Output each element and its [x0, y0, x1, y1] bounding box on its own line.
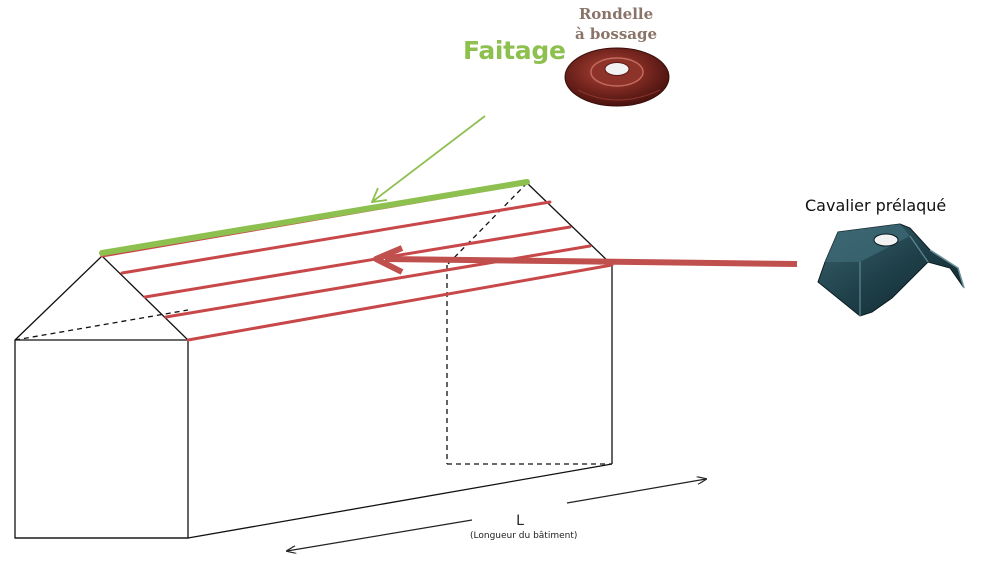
rondelle-label: Rondelle à bossage [570, 4, 662, 44]
cavalier-pointer-arrow [373, 245, 798, 275]
faitage-pointer-arrow [370, 115, 486, 204]
side-wall-bottom-edge [187, 463, 613, 539]
hidden-back-eave [14, 309, 189, 341]
hidden-edges [14, 182, 612, 465]
rib-line [120, 200, 552, 275]
prelacquered-bracket-icon [817, 223, 965, 317]
ridge-line [99, 179, 530, 256]
front-gable-face [14, 255, 189, 539]
embossed-washer-icon [564, 47, 670, 107]
length-arrow-right [566, 479, 706, 504]
rib-line [143, 225, 572, 299]
length-caption: (Longueur du bâtiment) [470, 531, 578, 541]
rib-line [186, 263, 614, 342]
length-symbol: L [516, 513, 524, 529]
rondelle-label-line1: Rondelle [578, 5, 654, 23]
length-label: L (Longueur du bâtiment) [470, 512, 578, 542]
cavalier-label: Cavalier prélaqué [805, 196, 947, 215]
length-dimension [287, 479, 706, 551]
roof-ridge-end [526, 182, 613, 266]
faitage-label: Faitage [463, 36, 566, 65]
rondelle-label-line2: à bossage [574, 25, 658, 43]
hidden-back-gable [446, 182, 528, 266]
length-arrow-left [287, 519, 473, 551]
